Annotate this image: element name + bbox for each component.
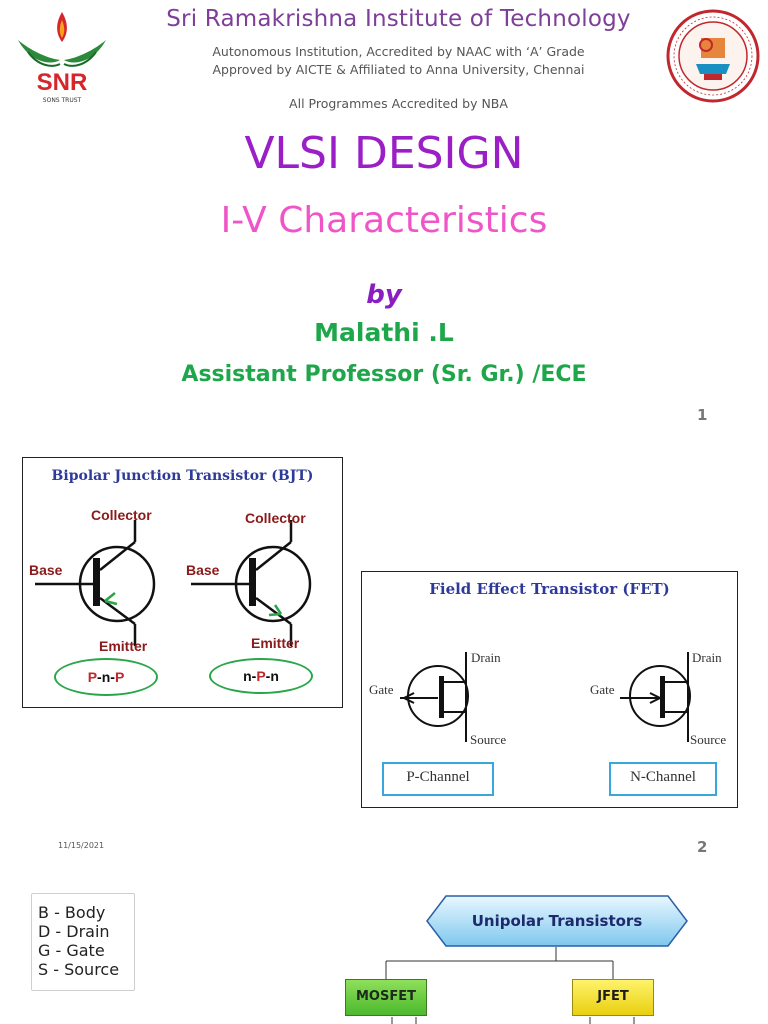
npn-collector-label: Collector bbox=[245, 510, 306, 526]
p-drain-label: Drain bbox=[471, 650, 501, 665]
legend-item: S - Source bbox=[38, 960, 120, 979]
snr-logo-subtext: SONS TRUST bbox=[43, 97, 82, 104]
n-drain-label: Drain bbox=[692, 650, 722, 665]
nba-line: All Programmes Accredited by NBA bbox=[289, 96, 508, 111]
legend-item: B - Body bbox=[38, 903, 106, 922]
pnp-base-label: Base bbox=[29, 562, 63, 578]
author-name: Malathi .L bbox=[314, 318, 454, 347]
npn-type-label: n-P-n bbox=[209, 658, 313, 694]
slide-subtitle: I-V Characteristics bbox=[220, 200, 548, 241]
slide-title: VLSI DESIGN bbox=[244, 128, 524, 179]
pnp-collector-label: Collector bbox=[91, 507, 152, 523]
fet-title: Field Effect Transistor (FET) bbox=[429, 580, 670, 598]
npn-base-label: Base bbox=[186, 562, 220, 578]
p-channel-label: P-Channel bbox=[382, 762, 494, 796]
page-number: 1 bbox=[697, 406, 708, 424]
legend-item: G - Gate bbox=[38, 941, 105, 960]
tree-connectors bbox=[385, 947, 635, 1024]
institute-seal-icon bbox=[666, 9, 760, 103]
affiliation-line: Approved by AICTE & Affiliated to Anna U… bbox=[212, 62, 585, 77]
terminal-legend: B - Body D - Drain G - Gate S - Source bbox=[31, 893, 135, 991]
author-designation: Assistant Professor (Sr. Gr.) /ECE bbox=[181, 362, 587, 387]
bjt-title: Bipolar Junction Transistor (BJT) bbox=[51, 468, 314, 484]
fet-symbols-icon bbox=[400, 652, 691, 742]
unipolar-banner-shape bbox=[426, 895, 688, 947]
n-source-label: Source bbox=[690, 732, 727, 747]
page-number-2: 2 bbox=[697, 838, 708, 856]
slide-date: 11/15/2021 bbox=[58, 841, 105, 850]
snr-logo-text: SNR bbox=[37, 69, 88, 96]
pnp-type-label: P-n-P bbox=[54, 658, 158, 696]
p-source-label: Source bbox=[470, 732, 507, 747]
legend-item: D - Drain bbox=[38, 922, 110, 941]
accreditation-line: Autonomous Institution, Accredited by NA… bbox=[212, 44, 585, 59]
n-gate-label: Gate bbox=[590, 682, 615, 697]
snr-logo: SNR SONS TRUST bbox=[18, 12, 106, 104]
bjt-diagram: Bipolar Junction Transistor (BJT) Collec… bbox=[22, 457, 343, 708]
npn-emitter-label: Emitter bbox=[251, 635, 300, 651]
by-label: by bbox=[366, 280, 402, 310]
fet-diagram: Field Effect Transistor (FET) Gate Drain… bbox=[361, 571, 738, 808]
p-gate-label: Gate bbox=[369, 682, 394, 697]
unipolar-banner-label: Unipolar Transistors bbox=[471, 912, 643, 930]
jfet-node: JFET bbox=[572, 979, 654, 1016]
institute-name: Sri Ramakrishna Institute of Technology bbox=[166, 6, 631, 32]
pnp-emitter-label: Emitter bbox=[99, 638, 148, 654]
mosfet-node: MOSFET bbox=[345, 979, 427, 1016]
bjt-symbols-icon bbox=[35, 520, 312, 646]
n-channel-label: N-Channel bbox=[609, 762, 717, 796]
